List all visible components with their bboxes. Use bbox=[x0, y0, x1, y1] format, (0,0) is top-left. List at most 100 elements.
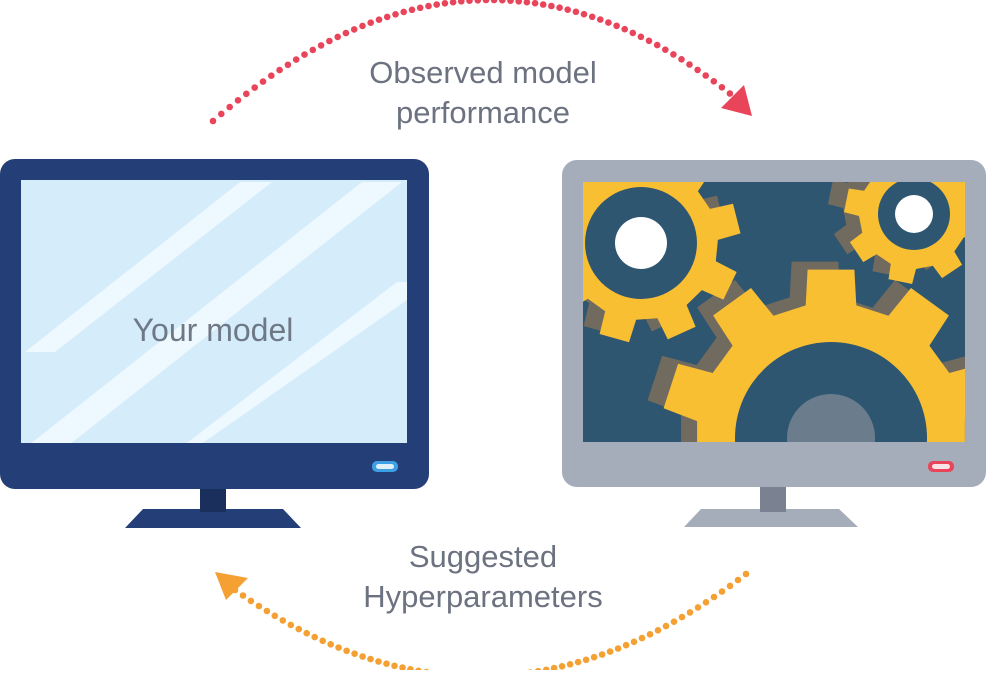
top-arrow-dot bbox=[482, 0, 490, 4]
bottom-arrow-dot bbox=[399, 664, 406, 671]
top-arrow-dot bbox=[326, 37, 333, 45]
bottom-arrow-dot bbox=[622, 641, 630, 649]
top-arrow-dot bbox=[268, 72, 275, 79]
left-monitor-icon bbox=[0, 159, 429, 528]
bottom-arrow-dot bbox=[335, 644, 342, 651]
bottom-arrow-dot bbox=[614, 645, 622, 652]
top-arrow-dot bbox=[359, 22, 366, 30]
bottom-arrow-dot bbox=[606, 648, 614, 655]
bottom-arrow-dot bbox=[263, 607, 271, 615]
top-arrow-dot bbox=[342, 29, 350, 37]
top-arrow-dot bbox=[613, 22, 620, 30]
top-arrowhead-icon bbox=[721, 85, 752, 116]
top-arrow bbox=[209, 0, 752, 125]
bottom-arrow-dot bbox=[574, 658, 582, 666]
bottom-arrow-dot bbox=[407, 666, 414, 673]
bottom-arrow-dot bbox=[670, 618, 678, 625]
top-arrow-dot bbox=[226, 103, 233, 111]
top-arrow-dot bbox=[726, 90, 734, 97]
top-arrow-dot bbox=[662, 46, 669, 53]
gear-icon bbox=[583, 182, 965, 442]
top-arrow-dot bbox=[317, 42, 325, 49]
top-arrow-dot bbox=[670, 51, 677, 58]
top-arrow-dot bbox=[588, 13, 596, 21]
top-arrow-dot bbox=[458, 0, 465, 5]
right-monitor-base bbox=[684, 509, 858, 527]
top-arrow-dots bbox=[209, 0, 742, 125]
top-arrow-dot bbox=[523, 0, 531, 6]
bottom-arrow-dot bbox=[359, 653, 366, 660]
top-arrow-dot bbox=[243, 90, 250, 98]
top-arrow-dot bbox=[637, 33, 645, 41]
top-arrow-dot bbox=[686, 61, 693, 68]
observed-performance-label: Observed model performance bbox=[333, 53, 633, 133]
top-arrow-dot bbox=[367, 19, 375, 27]
top-arrow-dot bbox=[334, 33, 342, 41]
medium-gear-icon bbox=[583, 182, 741, 343]
bottom-arrow-dot bbox=[590, 653, 598, 661]
top-arrow-dot bbox=[218, 110, 225, 118]
top-arrow-dot bbox=[653, 41, 661, 49]
bottom-arrow-dot bbox=[279, 617, 287, 624]
bottom-arrow-dot bbox=[287, 621, 295, 629]
bottom-arrow-dot bbox=[558, 663, 566, 670]
top-arrow-dot bbox=[629, 29, 637, 37]
bottom-arrow-dot bbox=[646, 631, 654, 638]
bottom-label-line2: Hyperparameters bbox=[363, 579, 603, 614]
bottom-arrow-dot bbox=[734, 576, 742, 584]
bottom-arrow-dot bbox=[582, 656, 590, 664]
bottom-arrow-dot bbox=[271, 612, 279, 620]
bottom-arrow-dot bbox=[327, 641, 335, 648]
top-arrow-dot bbox=[678, 56, 685, 63]
top-arrow-dot bbox=[548, 2, 555, 10]
bottom-arrow-dot bbox=[239, 592, 247, 599]
top-arrow-dot bbox=[301, 51, 308, 58]
top-arrow-dot bbox=[209, 117, 217, 125]
top-arrow-dot bbox=[710, 78, 718, 85]
top-arrow-dot bbox=[556, 4, 563, 11]
left-screen-glare bbox=[25, 182, 407, 443]
top-arrow-dot bbox=[694, 66, 701, 74]
bottom-arrow-dot bbox=[343, 647, 350, 655]
bottom-arrow-dot bbox=[367, 655, 374, 663]
top-arrow-dot bbox=[292, 56, 300, 63]
top-arrow-dot bbox=[251, 84, 258, 91]
top-arrow-dot bbox=[416, 4, 424, 12]
bottom-arrow-dot bbox=[550, 664, 558, 672]
bottom-arrow-dot bbox=[351, 650, 358, 657]
top-arrow-dot bbox=[392, 11, 399, 18]
bottom-arrow-dot bbox=[742, 570, 750, 578]
top-arrow-dot bbox=[383, 13, 391, 21]
top-arrow-dot bbox=[234, 97, 242, 104]
bottom-arrow-dot bbox=[566, 661, 574, 668]
top-label-line2: performance bbox=[395, 95, 571, 130]
bottom-arrow-dot bbox=[598, 651, 606, 658]
bottom-arrow-dot bbox=[295, 625, 303, 633]
top-arrow-dot bbox=[449, 0, 457, 6]
bottom-arrow-dot bbox=[686, 609, 694, 616]
top-arrow-dot bbox=[531, 0, 539, 7]
top-arrow-dot bbox=[309, 46, 317, 54]
top-arrow-dot bbox=[433, 1, 441, 8]
bottom-arrow-dot bbox=[710, 593, 718, 601]
right-monitor-neck bbox=[760, 486, 786, 512]
bottom-arrow-dot bbox=[718, 588, 726, 595]
top-arrow-dot bbox=[425, 2, 432, 10]
top-arrow-dot bbox=[605, 19, 612, 26]
top-arrow-dot bbox=[284, 61, 292, 69]
your-model-text: Your model bbox=[132, 312, 294, 348]
bottom-arrow-dot bbox=[247, 597, 255, 605]
top-arrow-dot bbox=[408, 6, 416, 14]
top-arrow-dot bbox=[400, 8, 408, 16]
bottom-arrow-dot bbox=[726, 582, 734, 590]
small-gear-icon bbox=[844, 182, 965, 284]
bottom-arrowhead-icon bbox=[215, 572, 248, 600]
top-arrow-dot bbox=[474, 0, 482, 4]
left-monitor-base bbox=[125, 509, 301, 528]
bottom-arrow-dot bbox=[255, 602, 263, 610]
bottom-arrow-dot bbox=[391, 662, 398, 670]
top-arrow-dot bbox=[259, 78, 267, 85]
bottom-arrow-dot bbox=[694, 604, 702, 611]
